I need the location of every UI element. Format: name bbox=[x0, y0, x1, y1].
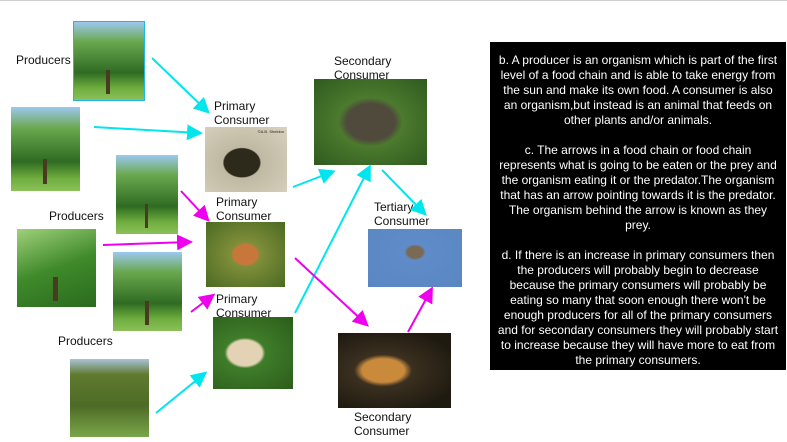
tree-image-5 bbox=[113, 252, 182, 331]
top-border bbox=[0, 0, 787, 1]
secondary-consumer-label-snake: Secondary Consumer bbox=[334, 54, 392, 82]
arrow-tree3-to-deer bbox=[180, 190, 210, 222]
turtle-image: ©A.B. Sheldon bbox=[205, 127, 287, 192]
primary-consumer-label-turtle: Primary Consumer bbox=[214, 99, 270, 127]
tree-image-1 bbox=[73, 21, 145, 101]
tree-image-4 bbox=[17, 229, 96, 307]
rabbit-image bbox=[213, 317, 293, 389]
arrow-tree2-to-turtle bbox=[93, 124, 203, 141]
arrow-rabbit-to-snake bbox=[294, 164, 371, 314]
arrow-turtle-to-snake bbox=[292, 168, 336, 188]
tertiary-consumer-label: Tertiary Consumer bbox=[374, 200, 430, 228]
deer-image bbox=[206, 222, 285, 287]
producers-label-2: Producers bbox=[49, 209, 104, 223]
secondary-consumer-label-fox: Secondary Consumer bbox=[354, 410, 412, 438]
arrow-tree1-to-turtle bbox=[151, 57, 210, 114]
cherry-tree-image bbox=[70, 359, 149, 437]
arrow-tree4-to-deer bbox=[102, 234, 193, 251]
explanation-box: b. A producer is an organism which is pa… bbox=[490, 42, 786, 370]
arrow-cherry-to-rabbit bbox=[155, 371, 208, 414]
explanation-b: b. A producer is an organism which is pa… bbox=[498, 53, 778, 127]
arrow-snake-to-hawk bbox=[381, 169, 427, 216]
arrow-tree5-to-rabbit bbox=[190, 293, 216, 313]
snake-image bbox=[314, 79, 427, 165]
arrow-fox-to-hawk bbox=[407, 286, 433, 333]
tree-image-3 bbox=[116, 155, 178, 234]
primary-consumer-label-deer: Primary Consumer bbox=[216, 195, 272, 223]
producers-label-3: Producers bbox=[58, 334, 113, 348]
explanation-c: c. The arrows in a food chain or food ch… bbox=[499, 143, 777, 232]
tree-image-2 bbox=[11, 107, 80, 191]
fox-image bbox=[338, 333, 451, 408]
producers-label-1: Producers bbox=[16, 53, 71, 67]
turtle-watermark: ©A.B. Sheldon bbox=[257, 129, 284, 134]
primary-consumer-label-rabbit: Primary Consumer bbox=[216, 292, 272, 320]
explanation-d: d. If there is an increase in primary co… bbox=[497, 248, 779, 367]
arrow-deer-to-fox bbox=[294, 257, 369, 327]
hawk-image bbox=[368, 229, 462, 287]
